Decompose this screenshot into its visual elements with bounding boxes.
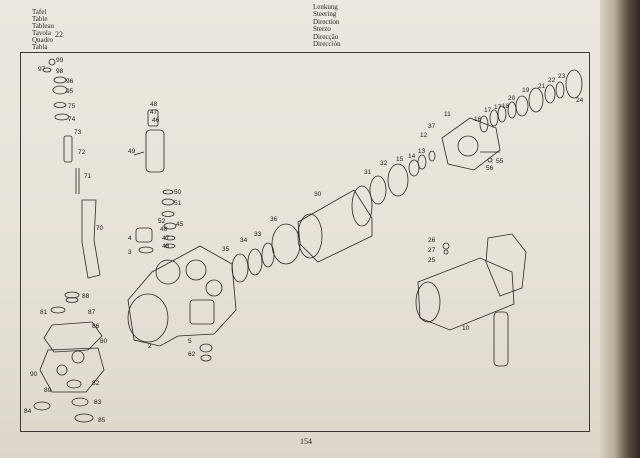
callout-83: 83 bbox=[94, 399, 102, 406]
callout-47-lower: 47 bbox=[162, 235, 170, 242]
callout-labels: 99 97 98 96 95 75 74 73 72 71 70 88 81 8… bbox=[24, 57, 584, 424]
callout-84: 84 bbox=[24, 408, 32, 415]
callout-16: 16 bbox=[474, 116, 482, 123]
callout-30: 30 bbox=[314, 191, 322, 198]
callout-27: 27 bbox=[428, 247, 436, 254]
callout-33: 33 bbox=[254, 231, 262, 238]
callout-85: 85 bbox=[98, 417, 106, 424]
callout-95: 95 bbox=[66, 88, 74, 95]
table-label-pt: Quadro bbox=[32, 36, 53, 44]
callout-12: 12 bbox=[420, 132, 428, 139]
section-title-multilingual: Lenkung Steering Direction Sterzo Direcç… bbox=[313, 3, 341, 49]
callout-50: 50 bbox=[174, 189, 182, 196]
callout-36: 36 bbox=[270, 216, 278, 223]
table-label-fr: Tableau bbox=[32, 22, 55, 30]
table-label-de: Tafel bbox=[32, 8, 47, 16]
callout-31: 31 bbox=[364, 169, 372, 176]
callout-75: 75 bbox=[68, 103, 76, 110]
callout-86: 86 bbox=[92, 323, 100, 330]
callout-18: 18 bbox=[502, 103, 510, 110]
callout-81: 81 bbox=[40, 309, 48, 316]
callout-70: 70 bbox=[96, 225, 104, 232]
callout-35: 35 bbox=[222, 246, 230, 253]
callout-21: 21 bbox=[538, 83, 546, 90]
callout-96: 96 bbox=[66, 78, 74, 85]
callout-20: 20 bbox=[508, 95, 516, 102]
callout-99: 99 bbox=[56, 57, 64, 64]
callout-26: 26 bbox=[428, 237, 436, 244]
callout-14: 14 bbox=[408, 153, 416, 160]
page-edge-shadow bbox=[600, 0, 640, 458]
callout-46: 46 bbox=[152, 117, 160, 124]
table-label-it: Tavola bbox=[32, 29, 51, 37]
callout-10: 10 bbox=[462, 325, 470, 332]
callout-62: 62 bbox=[188, 351, 196, 358]
catalog-page bbox=[0, 0, 622, 458]
callout-73: 73 bbox=[74, 129, 82, 136]
callout-45: 45 bbox=[176, 221, 184, 228]
callout-48-upper: 48 bbox=[150, 101, 158, 108]
section-title-en: Steering bbox=[313, 10, 337, 19]
callout-25: 25 bbox=[428, 257, 436, 264]
callout-82: 82 bbox=[92, 380, 100, 387]
page-number: 154 bbox=[300, 437, 312, 446]
callout-89: 89 bbox=[44, 387, 52, 394]
callout-88: 88 bbox=[82, 293, 90, 300]
callout-48-lower: 48 bbox=[162, 243, 170, 250]
callout-98: 98 bbox=[56, 68, 64, 75]
callout-17-first: 17 bbox=[484, 107, 492, 114]
callout-5: 5 bbox=[188, 338, 192, 345]
callout-71: 71 bbox=[84, 173, 92, 180]
section-title-fr: Direction bbox=[313, 17, 340, 26]
callout-22: 22 bbox=[548, 77, 556, 84]
callout-49: 49 bbox=[128, 148, 136, 155]
callout-23: 23 bbox=[558, 73, 566, 80]
table-number: 22 bbox=[55, 30, 63, 39]
callout-37: 37 bbox=[428, 123, 436, 130]
diagram-frame bbox=[20, 52, 590, 432]
callout-19: 19 bbox=[522, 87, 530, 94]
callout-13: 13 bbox=[418, 148, 426, 155]
callout-72: 72 bbox=[78, 149, 86, 156]
callout-56: 56 bbox=[486, 165, 494, 172]
callout-15: 15 bbox=[396, 156, 404, 163]
callout-90: 90 bbox=[30, 371, 38, 378]
callout-52: 52 bbox=[158, 218, 166, 225]
callout-2: 2 bbox=[148, 343, 152, 350]
section-title-pt: Direcção bbox=[313, 32, 339, 41]
callout-97: 97 bbox=[38, 66, 46, 73]
callout-3: 3 bbox=[128, 249, 132, 256]
callout-34: 34 bbox=[240, 237, 248, 244]
part-drawings bbox=[33, 58, 583, 423]
callout-47-upper: 47 bbox=[150, 109, 158, 116]
callout-80: 80 bbox=[100, 338, 108, 345]
table-label-multilingual: Tafel Table Tableau Tavola Quadro Tabla bbox=[32, 9, 54, 51]
callout-32: 32 bbox=[380, 160, 388, 167]
callout-51: 51 bbox=[174, 200, 182, 207]
callout-24: 24 bbox=[576, 97, 584, 104]
section-title-es: Dirección bbox=[313, 40, 341, 49]
callout-17-second: 17 bbox=[494, 104, 502, 111]
callout-55: 55 bbox=[496, 158, 504, 165]
callout-87: 87 bbox=[88, 309, 96, 316]
section-title-de: Lenkung bbox=[313, 3, 338, 11]
callout-11: 11 bbox=[444, 111, 451, 118]
table-label-es: Tabla bbox=[32, 43, 48, 51]
callout-4: 4 bbox=[128, 235, 132, 242]
section-title-it: Sterzo bbox=[313, 25, 331, 34]
callout-74: 74 bbox=[68, 116, 76, 123]
callout-48-middle: 48 bbox=[160, 226, 168, 233]
table-label-en: Table bbox=[32, 15, 48, 23]
